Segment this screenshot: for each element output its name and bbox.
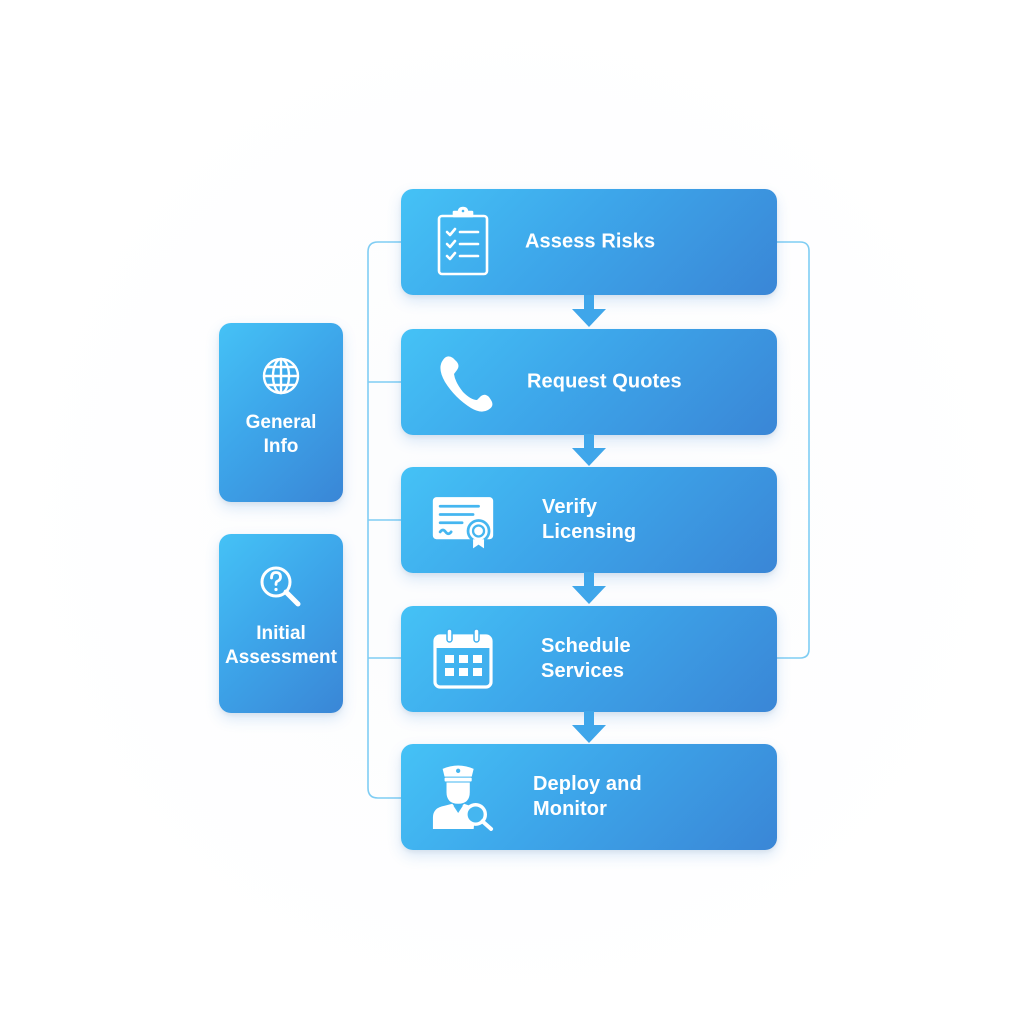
step-verify-licensing[interactable]: Verify Licensing xyxy=(401,467,777,573)
search-question-icon xyxy=(256,562,306,612)
general-info-card[interactable]: General Info xyxy=(219,323,343,502)
step-label: Verify Licensing xyxy=(542,496,637,543)
flow-arrow-1 xyxy=(572,295,606,327)
flow-arrow-4 xyxy=(572,711,606,743)
step-label: Schedule Services xyxy=(541,635,631,682)
certificate-icon xyxy=(431,488,495,552)
calendar-icon xyxy=(431,627,495,691)
step-label: Assess Risks xyxy=(525,230,656,253)
flow-arrow-3 xyxy=(572,572,606,604)
step-assess-risks[interactable]: Assess Risks xyxy=(401,189,777,295)
right-bracket-connector xyxy=(777,241,810,659)
left-bracket-connector xyxy=(367,241,401,799)
clipboard-checklist-icon xyxy=(431,206,495,276)
initial-assessment-card[interactable]: Initial Assessment xyxy=(219,534,343,713)
general-info-label: General Info xyxy=(245,412,317,457)
globe-icon xyxy=(256,351,306,401)
step-request-quotes[interactable]: Request Quotes xyxy=(401,329,777,435)
flow-arrow-2 xyxy=(572,434,606,466)
initial-assessment-label: Initial Assessment xyxy=(225,623,337,668)
step-schedule-services[interactable]: Schedule Services xyxy=(401,606,777,712)
step-deploy-and-monitor[interactable]: Deploy and Monitor xyxy=(401,744,777,850)
step-label: Deploy and Monitor xyxy=(533,773,642,820)
phone-icon xyxy=(431,350,495,414)
security-guard-icon xyxy=(431,765,495,831)
step-label: Request Quotes xyxy=(527,370,682,393)
